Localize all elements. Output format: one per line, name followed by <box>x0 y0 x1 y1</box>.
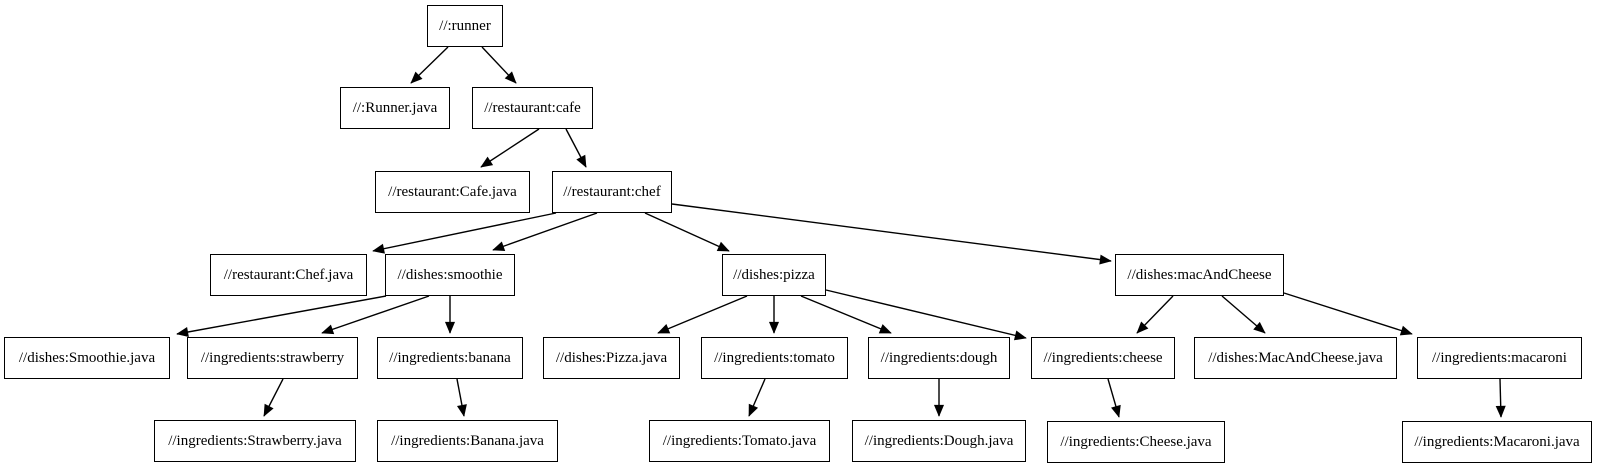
edge-chef-to-chef-java <box>372 212 557 254</box>
node-chef-java: //restaurant:Chef.java <box>210 254 367 296</box>
node-strawberry: //ingredients:strawberry <box>187 337 358 379</box>
node-tomato-java: //ingredients:Tomato.java <box>649 420 830 462</box>
edge-runner-to-cafe <box>481 46 517 84</box>
edge-smoothie-to-smoothie-java <box>176 295 387 337</box>
edge-smoothie-to-strawberry <box>321 295 430 335</box>
node-pizza-java: //dishes:Pizza.java <box>543 337 680 379</box>
node-smoothie-java: //dishes:Smoothie.java <box>4 337 170 379</box>
edge-cafe-to-chef <box>565 128 587 168</box>
node-cheese-java: //ingredients:Cheese.java <box>1047 421 1225 463</box>
node-cafe-java: //restaurant:Cafe.java <box>375 171 530 213</box>
edge-macaroni-to-macaroni-java <box>1495 378 1506 418</box>
node-cafe: //restaurant:cafe <box>472 87 593 129</box>
node-smoothie: //dishes:smoothie <box>385 254 515 296</box>
node-macandcheese-java: //dishes:MacAndCheese.java <box>1194 337 1397 379</box>
node-chef: //restaurant:chef <box>552 171 672 213</box>
node-dough-java: //ingredients:Dough.java <box>852 420 1026 462</box>
edge-macandcheese-to-macaroni <box>1283 292 1413 336</box>
edge-chef-to-pizza <box>644 212 730 252</box>
edge-chef-to-macandcheese <box>671 203 1112 265</box>
edge-cafe-to-cafe-java <box>480 128 540 168</box>
edge-runner-to-runner-java <box>410 46 449 84</box>
node-banana: //ingredients:banana <box>377 337 523 379</box>
edge-macandcheese-to-cheese <box>1136 295 1174 334</box>
node-cheese: //ingredients:cheese <box>1031 337 1175 379</box>
edge-banana-to-banana-java <box>456 378 467 417</box>
node-macaroni: //ingredients:macaroni <box>1417 337 1582 379</box>
edge-tomato-to-tomato-java <box>748 378 766 417</box>
node-runner-java: //:Runner.java <box>340 87 450 129</box>
edge-pizza-to-dough <box>800 295 892 334</box>
edge-cheese-to-cheese-java <box>1107 378 1121 418</box>
edge-pizza-to-pizza-java <box>657 295 748 334</box>
node-macandcheese: //dishes:macAndCheese <box>1115 254 1284 296</box>
edge-pizza-to-cheese <box>825 289 1027 341</box>
node-dough: //ingredients:dough <box>868 337 1010 379</box>
edge-strawberry-to-strawberry-java <box>263 378 284 417</box>
node-tomato: //ingredients:tomato <box>701 337 848 379</box>
node-runner: //:runner <box>427 5 503 47</box>
edge-macandcheese-to-macandcheese-java <box>1221 295 1266 334</box>
edge-chef-to-smoothie <box>492 212 598 252</box>
node-banana-java: //ingredients:Banana.java <box>377 420 558 462</box>
node-pizza: //dishes:pizza <box>722 254 826 296</box>
node-macaroni-java: //ingredients:Macaroni.java <box>1402 421 1592 463</box>
node-strawberry-java: //ingredients:Strawberry.java <box>154 420 356 462</box>
